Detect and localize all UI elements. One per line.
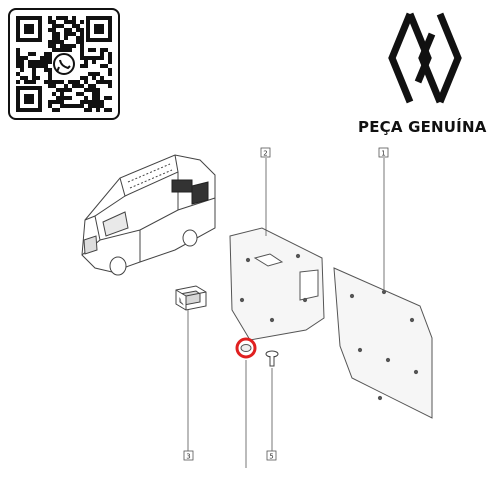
callout-5: 5 (266, 450, 277, 461)
clip-part (175, 285, 207, 311)
callout-3: 3 (183, 450, 194, 461)
callout-3-label: 3 (186, 453, 190, 461)
whatsapp-icon (52, 52, 76, 76)
callout-1: 1 (378, 147, 389, 158)
callout-1-label: 1 (381, 150, 385, 158)
callout-2: 2 (260, 147, 271, 158)
side-panel-part (333, 267, 433, 419)
whatsapp-qr-code-icon (16, 16, 112, 112)
callout-2-label: 2 (263, 150, 267, 158)
screw-part (265, 350, 279, 367)
genuine-part-label: PEÇA GENUÍNA (358, 118, 487, 136)
interior-panel-part (229, 227, 325, 341)
renault-diamond-logo-icon (388, 12, 462, 104)
callout-5-label: 5 (269, 453, 273, 461)
qr-code-card[interactable] (8, 8, 120, 120)
van-vehicle-icon (81, 154, 216, 276)
leader-lines (187, 158, 385, 468)
highlighted-part (235, 337, 257, 359)
